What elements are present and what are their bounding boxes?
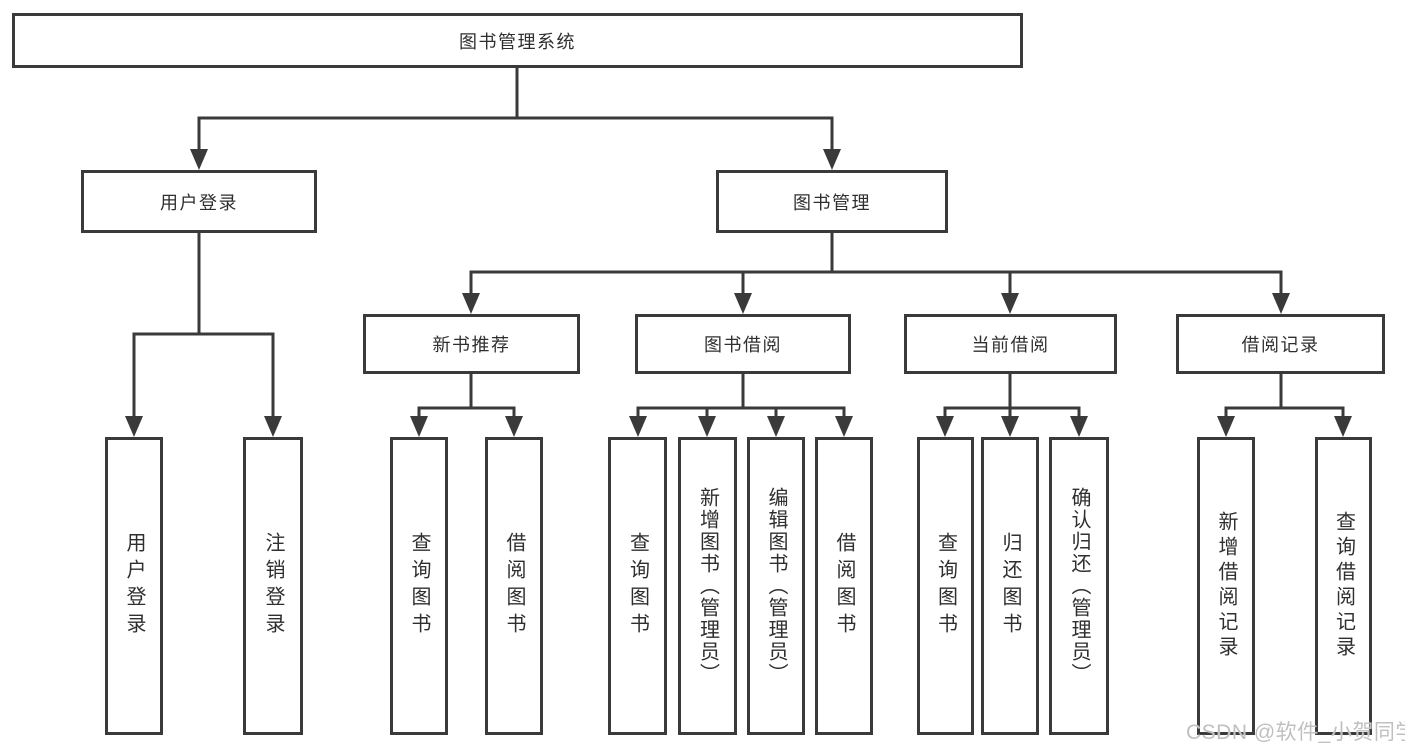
leaf-label: 查询图书 — [626, 532, 649, 640]
leaf-logout: 注销登录 — [243, 437, 303, 735]
node-book-borrowing: 图书借阅 — [635, 314, 851, 374]
csdn-watermark: CSDN @软件_小贺同学 — [1186, 721, 1405, 744]
leaf-return-books: 归还图书 — [981, 437, 1039, 735]
leaf-label: 借阅图书 — [833, 532, 855, 640]
node-label: 图书管理系统 — [459, 31, 576, 52]
leaf-query-borrow-record: 查询借阅记录 — [1315, 437, 1372, 735]
leaf-label: 新增借阅记录 — [1215, 511, 1237, 661]
node-current-borrowing: 当前借阅 — [904, 314, 1117, 374]
leaf-label: 确认归还（管理员） — [1068, 487, 1090, 685]
node-library-management-system: 图书管理系统 — [12, 13, 1023, 68]
node-user-login: 用户登录 — [81, 170, 317, 233]
node-label: 图书借阅 — [704, 335, 782, 355]
node-label: 当前借阅 — [971, 335, 1050, 355]
leaf-confirm-return-admin: 确认归还（管理员） — [1049, 437, 1109, 735]
node-new-book-recommend: 新书推荐 — [363, 314, 580, 374]
leaf-borrow-books-recommend: 借阅图书 — [485, 437, 543, 735]
leaf-label: 归还图书 — [999, 532, 1021, 640]
leaf-query-books-current: 查询图书 — [917, 437, 974, 735]
node-borrowing-records: 借阅记录 — [1176, 314, 1385, 374]
node-book-management: 图书管理 — [716, 170, 948, 233]
leaf-add-borrow-record: 新增借阅记录 — [1197, 437, 1255, 735]
leaf-label: 注销登录 — [262, 532, 284, 640]
node-label: 用户登录 — [160, 192, 238, 213]
leaf-edit-book-admin: 编辑图书（管理员） — [747, 437, 805, 735]
leaf-label: 新增图书（管理员） — [696, 487, 719, 685]
leaf-add-book-admin: 新增图书（管理员） — [678, 437, 737, 735]
leaf-label: 用户登录 — [123, 532, 145, 640]
node-label: 新书推荐 — [432, 335, 511, 355]
leaf-user-login: 用户登录 — [105, 437, 163, 735]
arrowhead-icons — [125, 149, 1352, 437]
leaf-query-books-recommend: 查询图书 — [390, 437, 448, 735]
leaf-label: 查询借阅记录 — [1332, 511, 1355, 661]
leaf-label: 借阅图书 — [503, 532, 525, 640]
leaf-label: 查询图书 — [408, 532, 430, 640]
leaf-label: 编辑图书（管理员） — [765, 487, 787, 685]
leaf-query-books-borrowing: 查询图书 — [608, 437, 667, 735]
node-label: 借阅记录 — [1241, 335, 1320, 355]
node-label: 图书管理 — [793, 192, 871, 213]
leaf-label: 查询图书 — [934, 532, 957, 640]
leaf-borrow-books: 借阅图书 — [815, 437, 873, 735]
